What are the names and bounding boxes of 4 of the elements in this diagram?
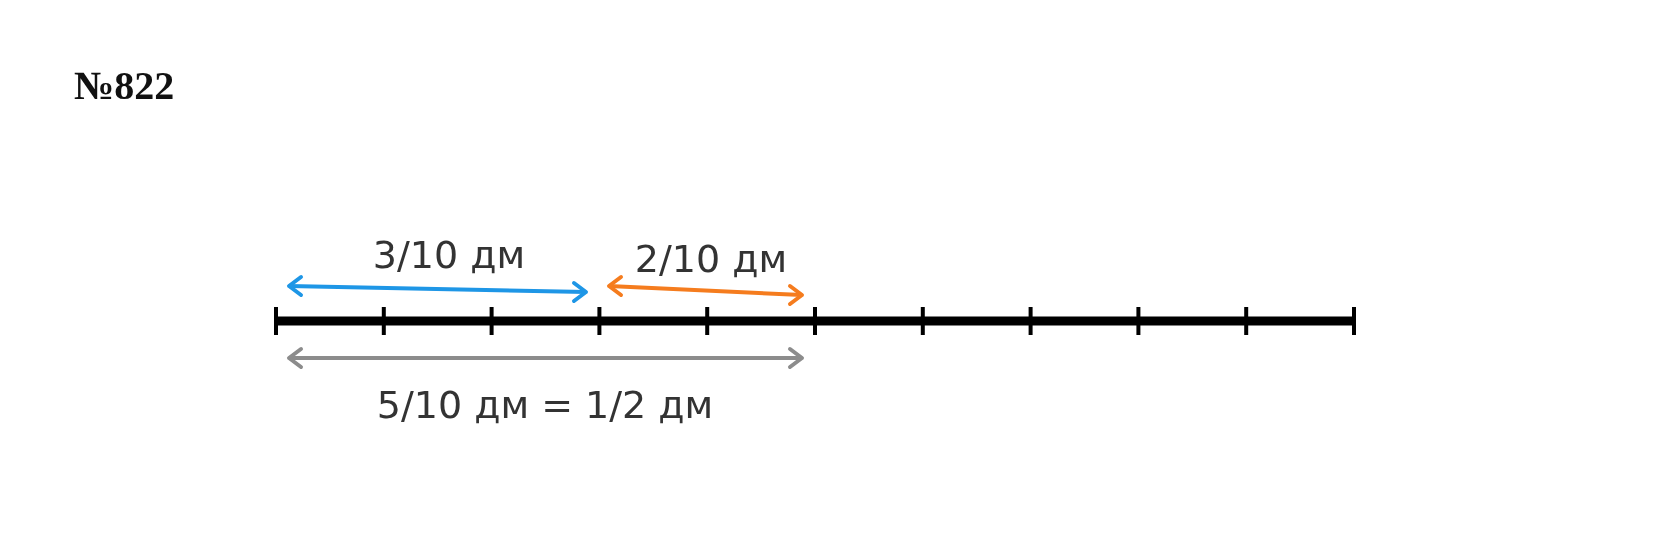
length-label: 5/10 дм = 1/2 дм <box>376 383 714 427</box>
length-label: 3/10 дм <box>372 233 526 277</box>
problem-number: №822 <box>74 62 175 109</box>
length-label: 2/10 дм <box>634 237 788 281</box>
